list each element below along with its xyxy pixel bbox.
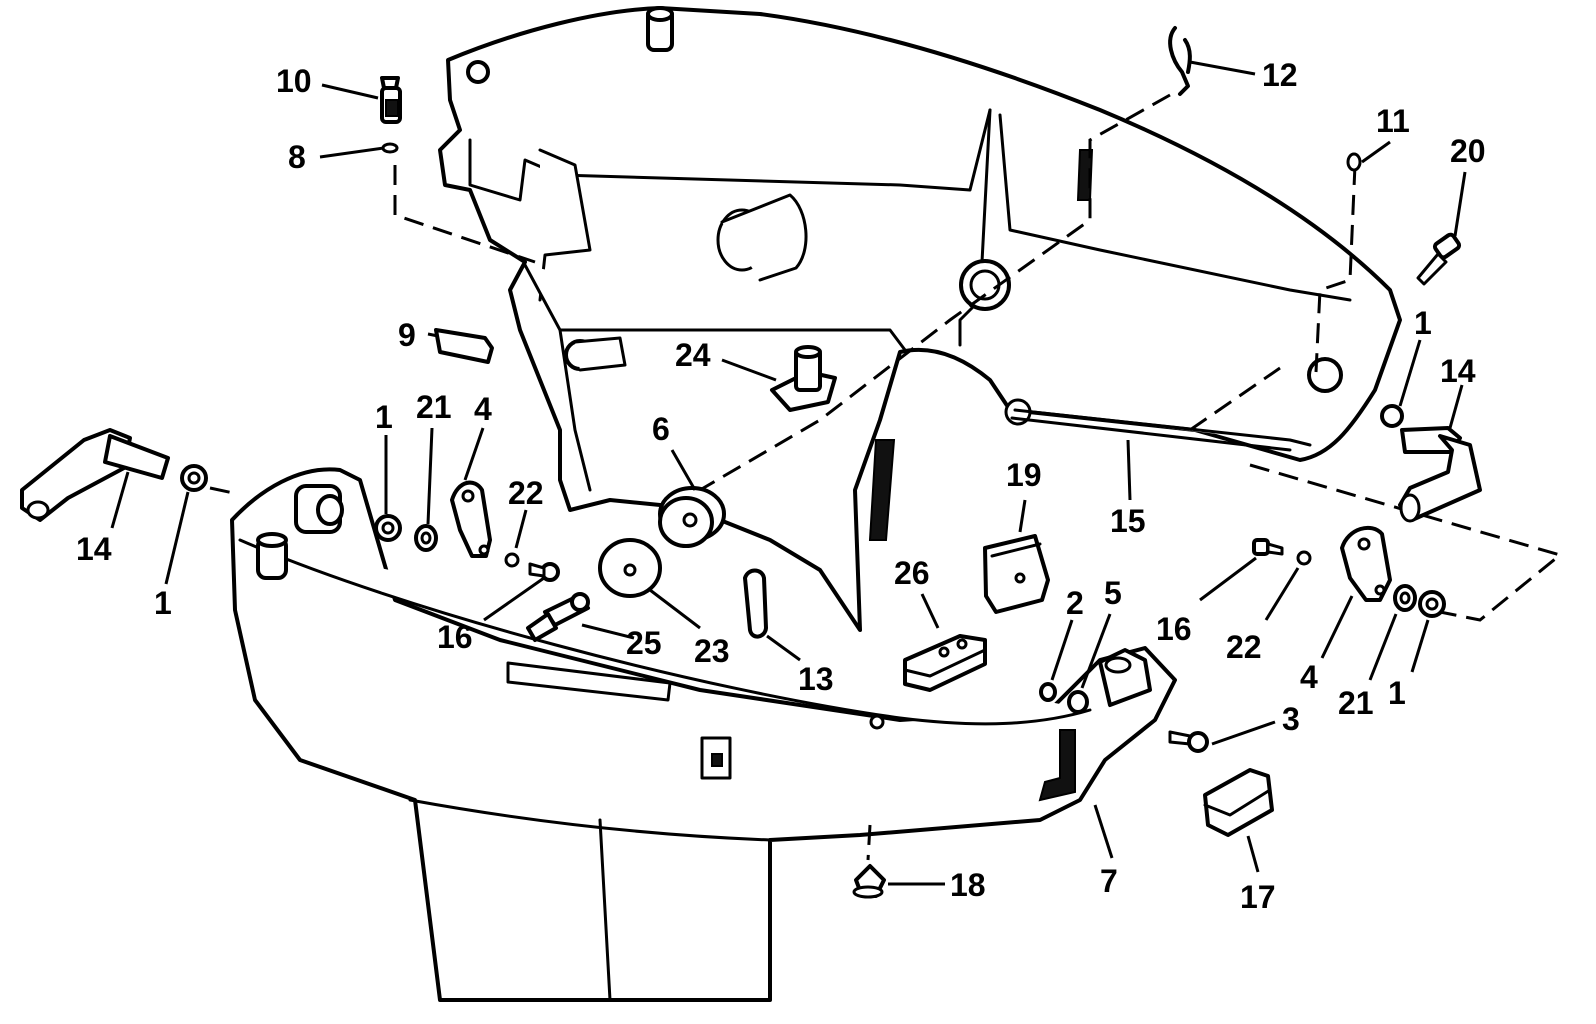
nut-part-right-bottom: [1418, 590, 1446, 618]
washer-part-21-right: [1393, 584, 1417, 612]
washer-part-5: [1067, 690, 1089, 714]
hairpin-clip-part: [1168, 26, 1192, 96]
callout-1-right-top: 1: [1414, 305, 1432, 341]
screw-part-20: [1416, 232, 1462, 286]
callout-12: 12: [1262, 57, 1298, 93]
callout-19: 19: [1006, 457, 1042, 493]
callout-21-left: 21: [416, 389, 452, 425]
callout-15: 15: [1110, 503, 1146, 539]
callout-20: 20: [1450, 133, 1486, 169]
callout-21-right: 21: [1338, 685, 1374, 721]
seal-strip-part-13: [743, 568, 768, 639]
nut-part-left: [180, 464, 208, 492]
callout-26: 26: [894, 555, 930, 591]
stud-part-25: [526, 592, 590, 642]
latch-handle-right: [1398, 426, 1482, 523]
callout-22-left: 22: [508, 475, 544, 511]
callout-17: 17: [1240, 879, 1276, 915]
callout-14-left: 14: [76, 531, 112, 567]
callout-16-right: 16: [1156, 611, 1192, 647]
pad-part-26: [903, 634, 987, 692]
screw-part-16-left: [528, 562, 560, 582]
nut-part-mid: [374, 514, 402, 542]
pad-part-19: [983, 534, 1050, 614]
latch-plate-left: [450, 480, 492, 558]
cap-part-17: [1203, 768, 1274, 837]
callout-22-right: 22: [1226, 629, 1262, 665]
callout-11: 11: [1376, 103, 1410, 139]
callout-labels: 10 8 12 11 20 9 24 1 14 6 1 21 4 22 14 1…: [76, 57, 1486, 915]
callout-5: 5: [1104, 575, 1122, 611]
callout-13: 13: [798, 661, 834, 697]
washer-part-21-left: [414, 524, 438, 552]
grommet-part-23: [598, 538, 662, 598]
latch-handle-left: [20, 428, 170, 522]
nut-part-right-top: [1380, 404, 1404, 428]
callout-7: 7: [1100, 863, 1118, 899]
callout-16-left: 16: [437, 619, 473, 655]
callout-14-right: 14: [1440, 353, 1476, 389]
fastener-part-18: [852, 864, 886, 899]
callout-1-mid: 1: [375, 399, 393, 435]
callout-25: 25: [626, 625, 662, 661]
callout-24: 24: [675, 337, 711, 373]
leader-lines: [110, 60, 1467, 886]
callout-2: 2: [1066, 585, 1084, 621]
callout-4-right: 4: [1300, 659, 1318, 695]
bracket-part-24: [770, 345, 837, 412]
latch-plate-right: [1340, 525, 1392, 602]
clip-part-9: [434, 328, 494, 364]
washer-part-22-left: [504, 552, 520, 568]
callout-8: 8: [288, 139, 306, 175]
callout-6: 6: [652, 411, 670, 447]
grease-fitting-part: [380, 76, 402, 124]
washer-part-11: [1346, 152, 1362, 172]
callout-18: 18: [950, 867, 986, 903]
screw-part-3: [1168, 730, 1209, 753]
latch-rod: [1010, 408, 1312, 452]
callout-1-left: 1: [154, 585, 172, 621]
callout-1-right-bottom: 1: [1388, 675, 1406, 711]
callout-9: 9: [398, 317, 416, 353]
grommet-part-6: [658, 486, 726, 548]
callout-23: 23: [694, 633, 730, 669]
washer-part-22-right: [1296, 550, 1312, 566]
callout-3: 3: [1282, 701, 1300, 737]
callout-4-left: 4: [474, 391, 492, 427]
washer-part-2: [1039, 682, 1057, 702]
washer-part-8: [381, 142, 399, 154]
upper-cover: [438, 6, 1402, 632]
lower-cover: [230, 467, 1177, 1002]
screw-part-16-right: [1252, 538, 1284, 556]
hardware-parts: [20, 26, 1482, 899]
callout-10: 10: [276, 63, 312, 99]
